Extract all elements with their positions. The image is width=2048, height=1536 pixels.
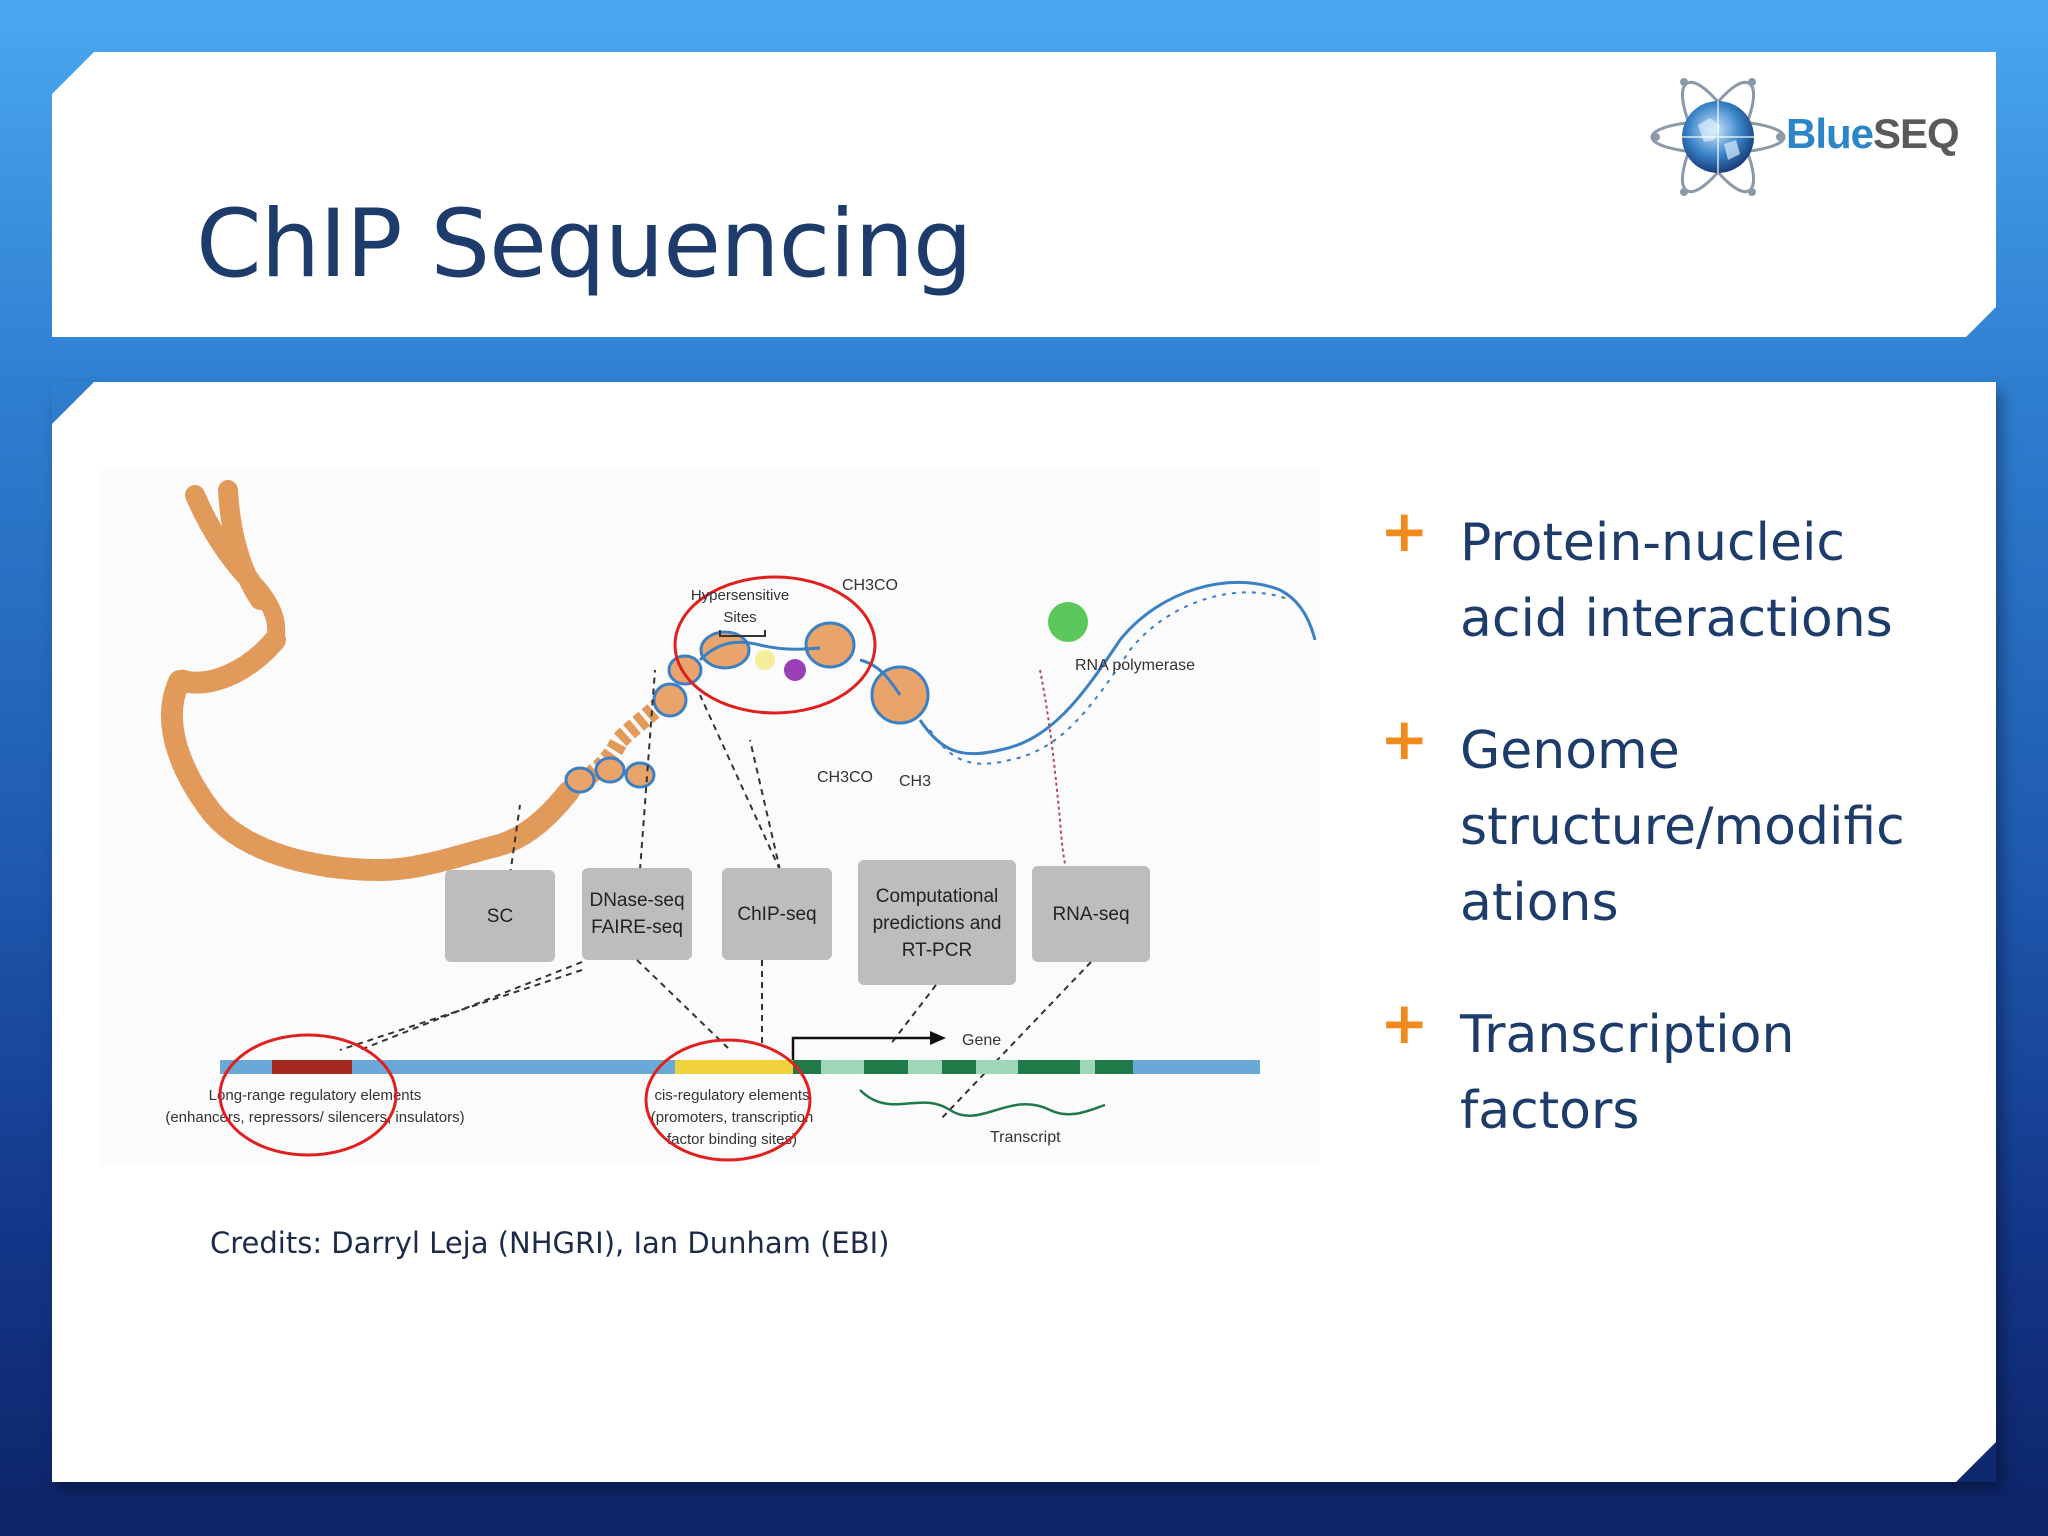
label-cis-2: (promoters, transcription [651,1109,814,1126]
long-range-element [272,1060,352,1074]
bullet-text: Genome structure/modific ations [1460,721,1905,933]
connectors-up [509,669,781,876]
long-range-highlight [218,1033,398,1157]
box-dnase-label-2: FAIRE-seq [591,917,683,938]
title-panel-background [52,52,1996,337]
box-computational-label-3: RT-PCR [902,940,972,961]
label-ch3co-mid: CH3CO [817,769,873,786]
label-hypersensitive: Hypersensitive [691,587,789,604]
box-chipseq-label: ChIP-seq [737,904,816,925]
method-boxes: SC DNase-seq FAIRE-seq ChIP-seq Computat… [445,860,1150,985]
page-title: ChIP Sequencing [196,190,973,299]
dna-strand [698,580,1317,881]
label-sites: Sites [723,609,756,626]
logo-text-gray: SEQ [1873,110,1960,157]
logo-wordmark: BlueSEQ [1786,110,1960,158]
plus-icon: + [1380,497,1429,565]
box-computational [858,860,1016,985]
title-panel [52,52,1996,337]
cis-element [675,1060,793,1074]
box-dnase [582,868,692,960]
chromatin-diagram-svg: Hypersensitive Sites CH3CO CH3CO CH3 RNA… [100,470,1320,1165]
bullet-item: + Genome structure/modific ations [1380,709,2000,941]
box-sc-label: SC [487,906,513,927]
label-rna-polymerase: RNA polymerase [1075,657,1195,674]
image-credits: Credits: Darryl Leja (NHGRI), Ian Dunham… [210,1226,890,1260]
bullet-text: Transcription factors [1460,1005,1795,1141]
bullet-item: + Transcription factors [1380,993,2000,1149]
bullet-list: + Protein-nucleic acid interactions + Ge… [1380,501,2000,1205]
globe-icon [1650,78,1786,196]
hypersensitive-highlight [673,575,877,715]
bullet-item: + Protein-nucleic acid interactions [1380,501,2000,657]
box-computational-label-1: Computational [876,886,999,907]
label-ch3co-top: CH3CO [842,577,898,594]
label-cis-3: factor binding sites) [667,1131,797,1148]
box-chipseq [722,868,832,960]
box-dnase-label-1: DNase-seq [589,890,684,911]
box-sc [445,870,555,962]
logo-text-blue: Blue [1786,110,1874,157]
plus-icon: + [1380,705,1429,773]
label-long-range-2: (enhancers, repressors/ silencers, insul… [165,1109,464,1126]
bullet-text: Protein-nucleic acid interactions [1460,513,1893,649]
chromatin-diagram: Hypersensitive Sites CH3CO CH3CO CH3 RNA… [100,470,1320,1165]
cis-highlight [644,1038,812,1162]
connectors-down [339,959,1092,1121]
box-computational-label-2: predictions and [873,913,1002,934]
label-long-range-1: Long-range regulatory elements [209,1087,422,1104]
box-rnaseq [1032,866,1150,962]
label-transcript: Transcript [990,1129,1061,1146]
label-gene: Gene [962,1032,1001,1049]
box-rnaseq-label: RNA-seq [1052,904,1129,925]
blueseq-logo: BlueSEQ [1648,70,1968,205]
transcript-wave [859,1089,1106,1117]
plus-icon: + [1380,989,1429,1057]
label-cis-1: cis-regulatory elements [654,1087,809,1104]
label-ch3: CH3 [899,773,931,790]
gene-track: Gene Transcript [220,1031,1260,1146]
